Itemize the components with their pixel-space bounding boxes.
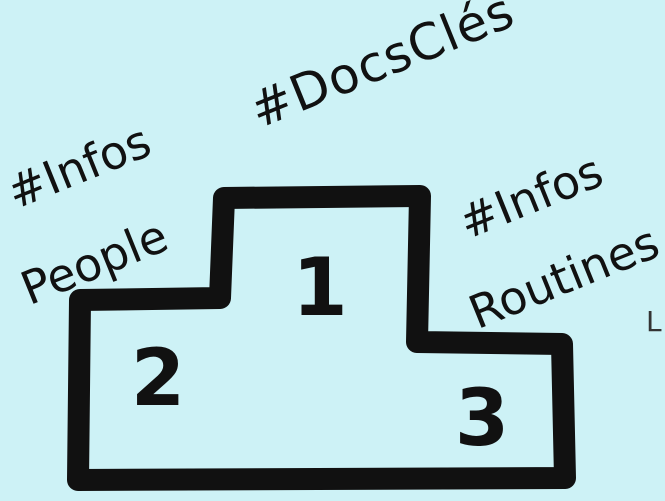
- cut-off-text: L: [646, 308, 662, 336]
- rank-2-number: 2: [131, 334, 185, 424]
- rank-3-number: 3: [455, 374, 509, 464]
- rank-1-number: 1: [292, 241, 348, 334]
